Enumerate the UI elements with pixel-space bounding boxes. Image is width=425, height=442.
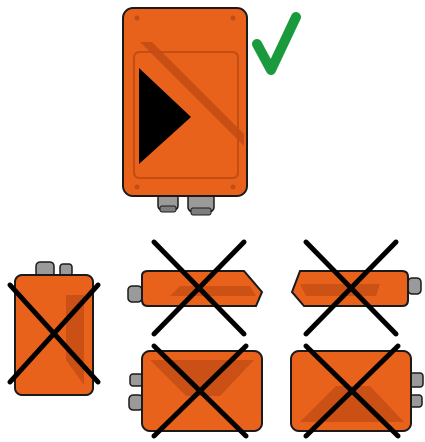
device-incorrect-wide-left — [128, 343, 263, 439]
device-incorrect-flat-left — [127, 239, 264, 337]
cable-gland-left — [157, 193, 179, 213]
device-correct-upright — [122, 7, 248, 216]
device-incorrect-tall — [7, 261, 101, 396]
device-incorrect-flat-right — [290, 239, 422, 337]
device-incorrect-wide-right — [290, 343, 424, 439]
direction-arrow-icon — [139, 68, 191, 164]
check-mark-icon — [252, 12, 301, 75]
